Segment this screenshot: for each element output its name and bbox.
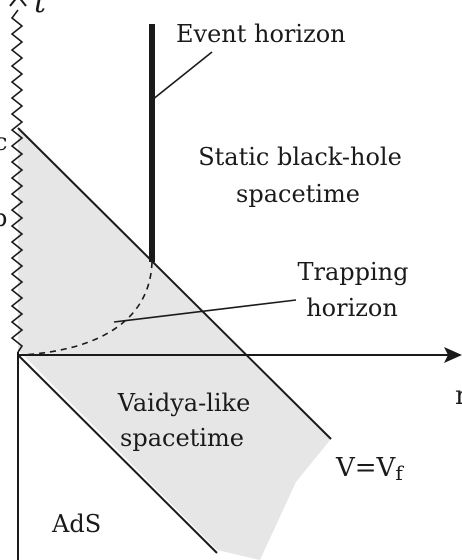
ads-label: AdS — [51, 510, 101, 538]
static-black-hole-label-line2: spacetime — [236, 180, 360, 208]
trapping-horizon-label-line1: Trapping — [297, 258, 408, 286]
v-equals-vf-main: V=V — [335, 453, 397, 483]
v-equals-vf-subscript: f — [395, 461, 404, 485]
upper-null-line — [17, 127, 332, 440]
lower-null-line — [17, 354, 218, 554]
zigzag-boundary — [10, 9, 24, 353]
event-horizon-leader — [151, 51, 213, 101]
vaidya-label-line1: Vaidya-like — [117, 389, 251, 417]
trapping-horizon-leader — [113, 299, 297, 323]
trapping-horizon-curve — [21, 261, 153, 356]
left-edge-lower-label: b — [0, 204, 7, 232]
t-axis-arrowhead — [9, 0, 27, 7]
axis-r-label: r — [455, 381, 462, 411]
vaidya-label-line2: spacetime — [120, 424, 244, 452]
vaidya-region-shading — [18, 128, 331, 560]
trapping-horizon-label-line2: horizon — [306, 294, 398, 322]
v-equals-vf-label: V=Vf — [335, 453, 404, 485]
r-axis-arrowhead — [444, 347, 462, 363]
axis-t-label: t — [34, 0, 47, 20]
static-black-hole-label-line1: Static black-hole — [198, 143, 402, 171]
event-horizon-label: Event horizon — [176, 20, 346, 48]
left-edge-upper-label: c — [0, 128, 7, 156]
